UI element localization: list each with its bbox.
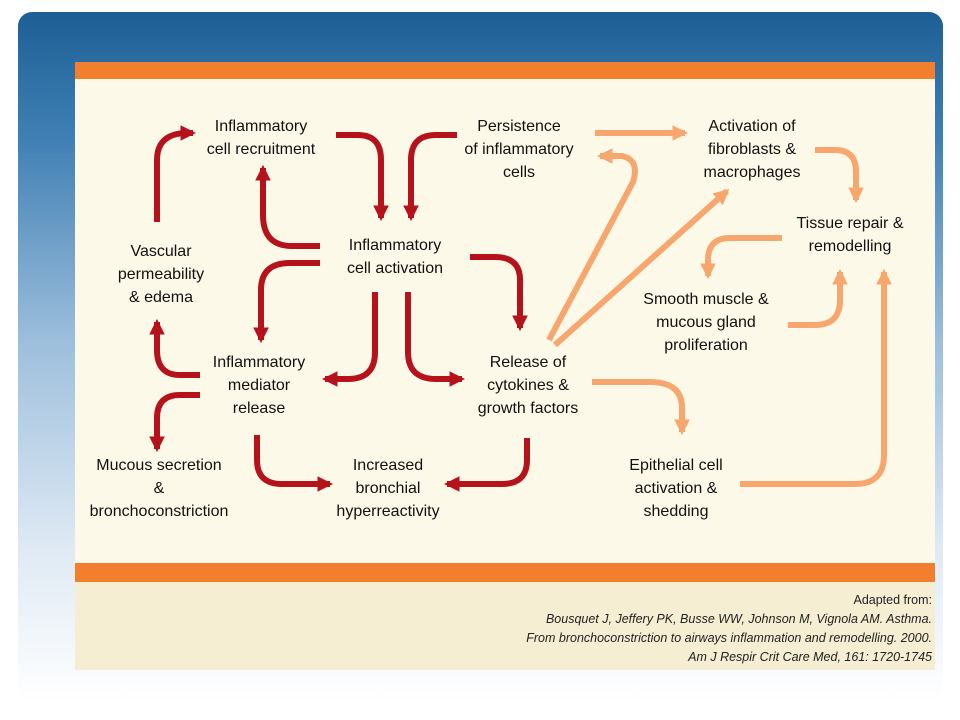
citation-block: Adapted from: Bousquet J, Jeffery PK, Bu… xyxy=(526,591,932,667)
arrow-cytokines-to-epithelial xyxy=(592,379,690,436)
citation-authors: Bousquet J, Jeffery PK, Busse WW, Johnso… xyxy=(545,612,932,626)
node-inflammatory-cell-recruitment: Inflammatory cell recruitment xyxy=(206,118,316,158)
node-persistence-inflammatory-cells: Persistence of inflammatory cells xyxy=(464,118,574,181)
arrow-cytokines-to-fibroblasts xyxy=(552,188,730,348)
arrow-smooth-to-tissue xyxy=(788,268,848,328)
node-tissue-repair-remodelling: Tissue repair & remodelling xyxy=(796,215,904,255)
arrow-cytokines-to-persistence xyxy=(546,148,638,342)
node-mucous-secretion-bronchoconstriction: Mucous secretion & bronchoconstriction xyxy=(89,457,229,520)
arrow-activation-down-left xyxy=(321,292,378,387)
bottom-accent-bar xyxy=(75,563,935,582)
node-increased-bronchial-hyperreactivity: Increased bronchial hyperreactivity xyxy=(336,457,440,520)
citation-title: From bronchoconstriction to airways infl… xyxy=(526,631,932,645)
node-release-cytokines-growth-factors: Release of cytokines & growth factors xyxy=(477,354,579,417)
arrow-mediator-to-vascular xyxy=(149,318,200,378)
node-vascular-permeability-edema: Vascular permeability & edema xyxy=(117,243,205,306)
node-smooth-muscle-proliferation: Smooth muscle & mucous gland proliferati… xyxy=(643,291,769,354)
arrow-vascular-to-recruitment xyxy=(154,125,197,222)
citation-heading: Adapted from: xyxy=(853,593,932,607)
top-accent-bar xyxy=(75,62,935,79)
arrow-activation-to-cytokines xyxy=(470,254,528,332)
arrow-cytokines-to-hyperreactivity xyxy=(443,438,530,492)
arrow-activation-down-right xyxy=(405,292,466,387)
arrow-activation-to-mediator xyxy=(253,260,320,344)
arrow-epithelial-to-tissue xyxy=(740,268,892,487)
node-inflammatory-mediator-release: Inflammatory mediator release xyxy=(212,354,306,417)
arrow-mediator-to-hyperreactivity xyxy=(254,435,334,492)
arrow-tissue-to-smooth xyxy=(700,235,782,280)
arrow-recruitment-to-activation xyxy=(336,132,389,222)
citation-journal: Am J Respir Crit Care Med, 161: 1720-174… xyxy=(688,650,932,664)
arrow-persistence-to-activation xyxy=(403,132,457,222)
node-activation-fibroblasts-macrophages: Activation of fibroblasts & macrophages xyxy=(703,118,801,181)
citation-panel xyxy=(75,582,935,670)
node-epithelial-cell-activation-shedding: Epithelial cell activation & shedding xyxy=(629,457,723,520)
arrow-mediator-to-mucous xyxy=(149,392,200,453)
arrow-fibroblasts-to-tissue xyxy=(815,147,864,204)
node-inflammatory-cell-activation: Inflammatory cell activation xyxy=(346,237,444,277)
arrow-activation-to-recruitment xyxy=(255,164,320,249)
